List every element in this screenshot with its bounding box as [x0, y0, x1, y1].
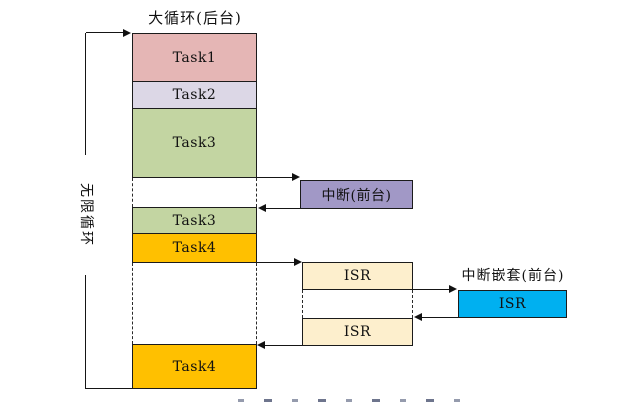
- task-box-task4: Task4: [132, 233, 257, 263]
- nested-interrupt-label: 中断嵌套(前台): [461, 268, 565, 284]
- arrow-isr-to-nested-head-icon: [449, 285, 457, 293]
- interrupt-foreground-label: 中断(前台): [321, 187, 392, 204]
- arrow-isr-return-head-icon: [257, 341, 265, 349]
- isr-nested-label: ISR: [498, 296, 527, 312]
- arrow-task4-to-isr-line: [257, 261, 296, 263]
- task1-label: Task1: [172, 49, 217, 66]
- task3-resume-label: Task3: [172, 212, 217, 229]
- task2-label: Task2: [172, 87, 217, 103]
- loop-top-arrow-line: [86, 32, 125, 34]
- task-box-task3: Task3: [132, 108, 257, 178]
- column-dashed-left-gap2: [131, 263, 133, 344]
- column-dashed-right-gap1: [255, 178, 257, 207]
- arrow-interrupt-return-line: [264, 207, 300, 209]
- background-loop-title: 大循环(后台): [148, 9, 242, 27]
- isr-second-box: ISR: [302, 318, 413, 346]
- column-dashed-left-gap1: [131, 178, 133, 207]
- arrow-nested-return-head-icon: [414, 313, 422, 321]
- task-box-task3-resume: Task3: [132, 207, 257, 234]
- task-box-task1: Task1: [132, 33, 257, 82]
- loop-bottom-line: [86, 387, 133, 389]
- arrow-task3-to-interrupt-line: [257, 176, 294, 178]
- isr-first-label: ISR: [343, 268, 372, 284]
- isr-dashed-right: [411, 290, 413, 318]
- arrow-isr-return-line: [263, 344, 302, 346]
- loop-top-arrowhead-icon: [123, 28, 131, 37]
- task4-label: Task4: [172, 240, 217, 256]
- arrow-task3-to-interrupt-head-icon: [292, 173, 300, 181]
- arrow-nested-return-line: [420, 316, 458, 318]
- cutoff-caption-marks: [238, 399, 528, 404]
- arrow-isr-to-nested-line: [413, 288, 451, 290]
- infinite-loop-label: 无限循环: [76, 155, 96, 275]
- isr-second-label: ISR: [343, 324, 372, 340]
- interrupt-foreground-box: 中断(前台): [300, 180, 413, 209]
- task3-label: Task3: [172, 135, 217, 151]
- arrow-task4-to-isr-head-icon: [294, 258, 302, 266]
- isr-first-box: ISR: [302, 262, 413, 290]
- task4-resume-label: Task4: [172, 358, 217, 375]
- isr-nested-box: ISR: [458, 290, 567, 318]
- isr-dashed-left: [301, 290, 303, 318]
- column-dashed-right-gap2: [255, 263, 257, 344]
- task-box-task2: Task2: [132, 81, 257, 109]
- task-box-task4-resume: Task4: [132, 344, 257, 389]
- arrow-interrupt-return-head-icon: [258, 204, 266, 212]
